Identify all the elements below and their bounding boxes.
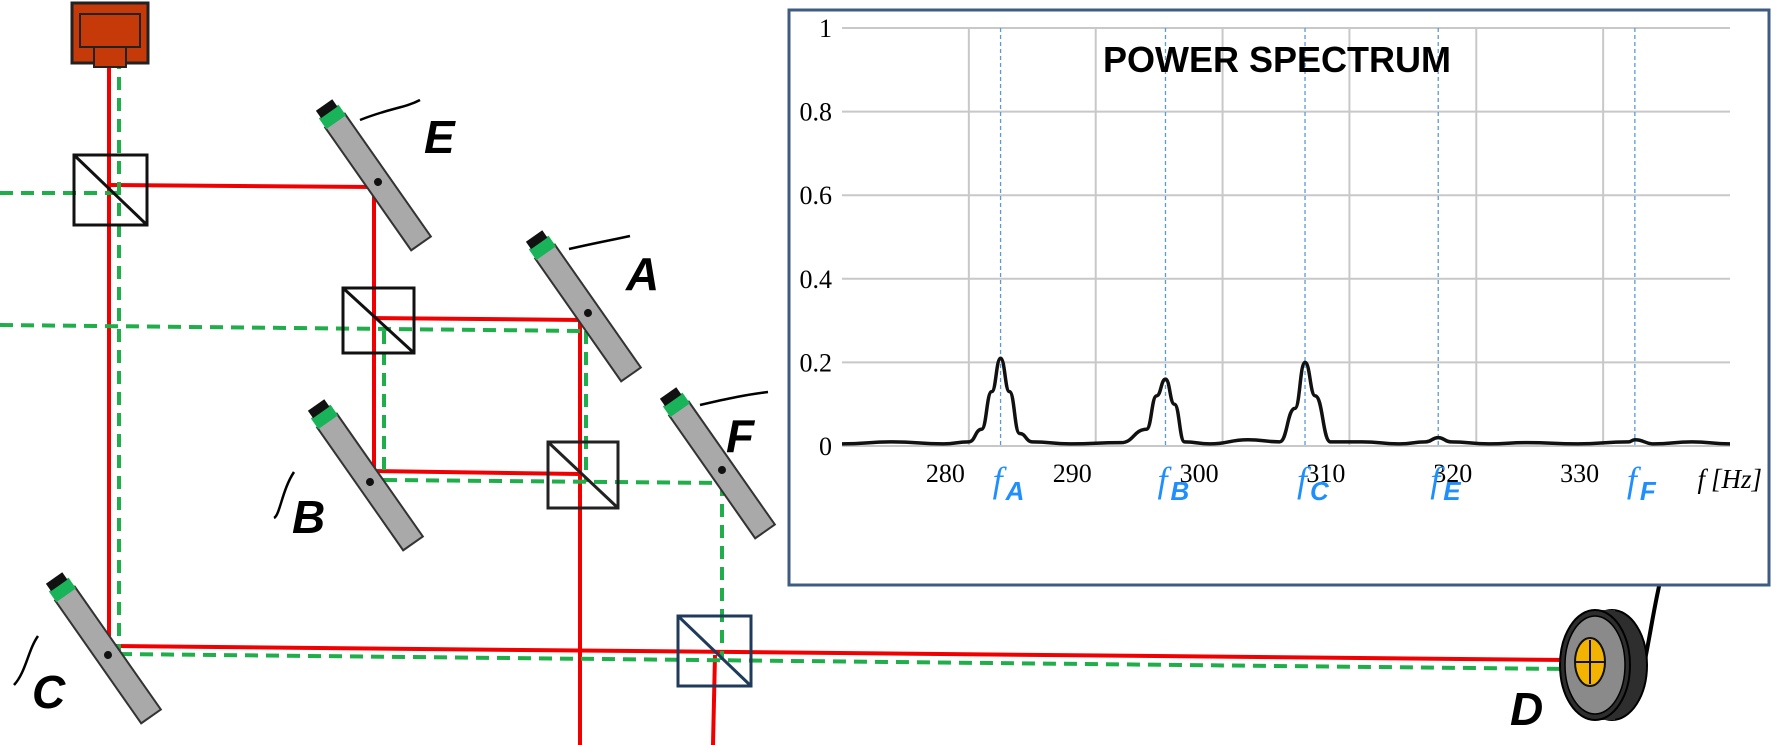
chart-title: POWER SPECTRUM: [1103, 39, 1451, 80]
x-tick-label: 310: [1306, 459, 1345, 488]
y-tick-label: 1: [819, 14, 832, 43]
x-axis-unit: [Hz]: [1711, 464, 1762, 494]
x-tick-label: 290: [1053, 459, 1092, 488]
sensor-icon: [528, 235, 556, 261]
x-tick-label: 320: [1433, 459, 1472, 488]
red-beam-segment: [373, 469, 581, 476]
frequency-marker-subscript: A: [1005, 476, 1025, 506]
red-beam-segment: [373, 316, 583, 322]
cable-e: [359, 98, 421, 122]
mirror-e: [315, 99, 433, 252]
green-beam-segment: [0, 323, 585, 333]
x-tick-label: 280: [926, 459, 965, 488]
label-e: E: [424, 111, 456, 163]
label-a: A: [625, 248, 659, 300]
red-beam: [107, 56, 1569, 745]
beam-splitter-icon: [72, 153, 149, 227]
beam-paths: [0, 56, 1569, 745]
red-beam-segment: [108, 183, 375, 189]
red-beam-segment: [711, 654, 717, 745]
beam-splitter-icon: [676, 614, 753, 688]
frequency-marker-subscript: F: [1640, 476, 1657, 506]
sensor-icon: [48, 577, 76, 603]
label-d: D: [1510, 683, 1543, 735]
mirror-b: [307, 399, 425, 552]
laser-source-icon: [70, 1, 150, 68]
x-tick-label: 330: [1560, 459, 1599, 488]
beam-splitters: [72, 153, 753, 688]
label-b: B: [292, 491, 325, 543]
spectrum-line: [841, 356, 1731, 446]
sensor-icon: [662, 392, 690, 418]
frequency-marker-subscript: C: [1310, 476, 1330, 506]
mirrors: [45, 99, 777, 725]
beam-splitter-icon: [546, 440, 620, 510]
component-labels: E A F B C D: [32, 111, 1543, 735]
frequency-marker-subscript: E: [1443, 476, 1461, 506]
cable-b: [273, 471, 296, 520]
mirror-a: [525, 230, 643, 383]
mirror-c: [45, 572, 163, 725]
panel-frame: [787, 8, 1771, 587]
y-tick-label: 0.2: [800, 348, 833, 377]
frequency-marker-subscript: B: [1171, 476, 1190, 506]
green-beam-segment: [383, 478, 723, 485]
sensor-icon: [318, 104, 346, 130]
green-beam: [0, 56, 1569, 671]
sensor-cables: [13, 98, 769, 686]
sensor-icon: [310, 404, 338, 430]
red-beam-segment: [108, 644, 1569, 662]
y-tick-label: 0.4: [800, 265, 833, 294]
cable-c: [13, 635, 40, 686]
x-axis-symbol: f: [1697, 464, 1708, 494]
cable-f: [699, 390, 769, 407]
label-c: C: [32, 666, 66, 718]
mirror-f: [659, 387, 777, 540]
x-axis-label: f [Hz]: [1697, 464, 1762, 494]
y-tick-label: 0.6: [800, 181, 833, 210]
x-tick-label: 300: [1180, 459, 1219, 488]
cable-a: [568, 234, 631, 251]
green-beam-segment: [118, 652, 1569, 671]
y-tick-label: 0.8: [800, 98, 833, 127]
label-f: F: [726, 410, 756, 462]
beam-splitter-icon: [341, 286, 416, 355]
y-tick-label: 0: [819, 432, 832, 461]
